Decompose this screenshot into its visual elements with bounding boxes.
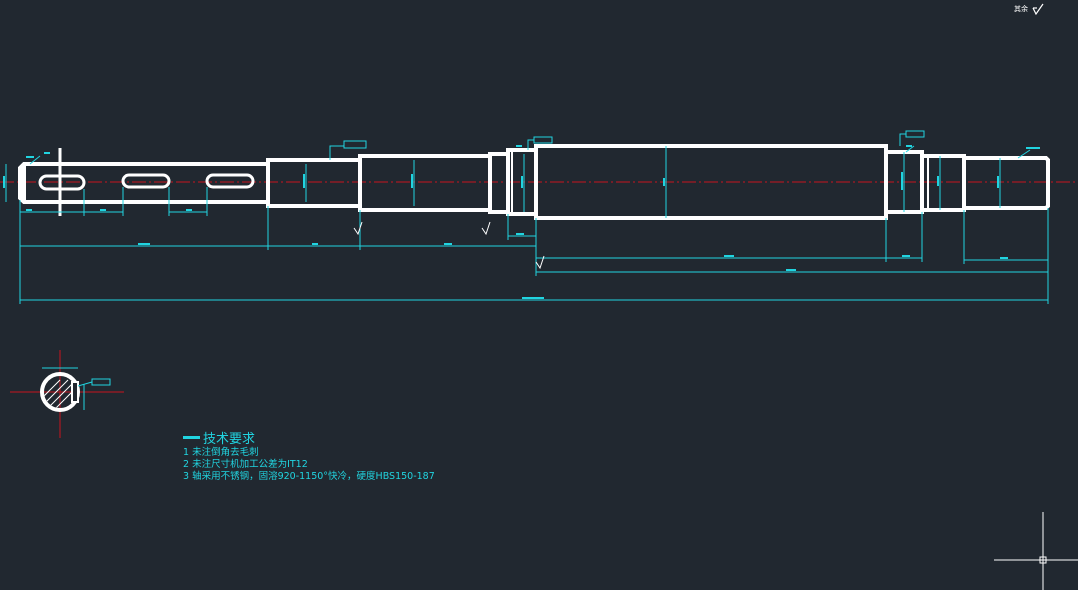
title-underline-bar — [183, 436, 200, 439]
roughness-check-icon — [1032, 3, 1044, 15]
tech-requirement-item: 1 未注倒角去毛刺 — [183, 447, 259, 458]
tech-requirements-title: 技术要求 — [183, 428, 435, 447]
dimension-lines — [5, 133, 1049, 304]
surface-roughness-note: 其余 — [1014, 3, 1044, 15]
shaft-outline — [18, 144, 1050, 220]
keyway-slot — [205, 173, 255, 189]
tech-requirement-item: 3 轴采用不锈钢，固溶920-1150°快冷，硬度HBS150-187 — [183, 471, 435, 482]
cad-cursor-crosshair — [994, 512, 1078, 590]
tech-requirements-title-text: 技术要求 — [203, 432, 256, 447]
keyway-slot — [38, 174, 86, 191]
technical-requirements: 技术要求 1 未注倒角去毛刺 2 未注尺寸机加工公差为IT12 3 轴采用不锈钢… — [183, 428, 435, 483]
keyway-slots — [38, 173, 255, 191]
keyway-slot — [121, 173, 171, 189]
surface-roughness-label: 其余 — [1014, 5, 1028, 13]
dimension-text-marks — [3, 145, 1040, 299]
roughness-marks — [353, 221, 545, 270]
tech-requirement-item: 2 未注尺寸机加工公差为IT12 — [183, 459, 308, 470]
section-view — [10, 350, 124, 438]
